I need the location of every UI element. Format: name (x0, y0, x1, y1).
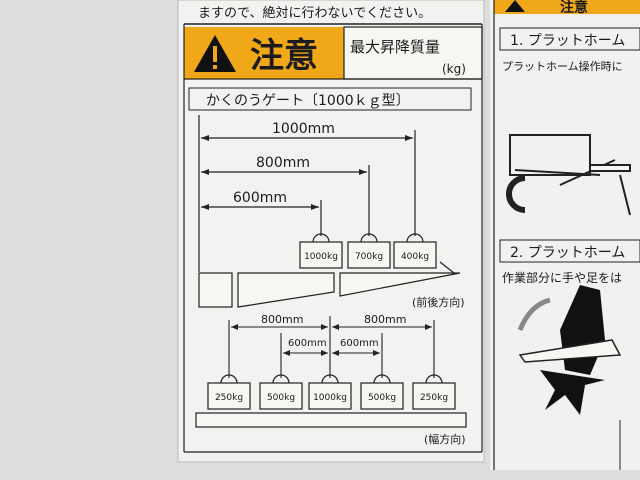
dim-600mm: 600mm (233, 190, 287, 206)
lateral-weight-500-left: 500kg (259, 374, 303, 410)
weight-label: 1000kg (304, 252, 338, 262)
weight-label: 1000kg (313, 393, 347, 403)
platform-front-view (195, 412, 467, 428)
weight-label: 250kg (420, 393, 448, 403)
lateral-weight-250-left: 250kg (207, 374, 251, 410)
top-note: ますので、絶対に行わないでください。 (198, 5, 431, 21)
right-caution-word: 注意 (560, 0, 588, 16)
lateral-arrowheads (231, 324, 432, 356)
platform-side-view (198, 261, 461, 308)
weight-700kg: 700kg (347, 233, 391, 269)
gate-title: かくのうゲート〔1000ｋｇ型〕 (206, 93, 410, 109)
warning-triangle-icon (194, 35, 236, 72)
lateral-dim-right-600: 600mm (340, 338, 379, 349)
right-item1-text: プラットホーム操作時に (502, 59, 623, 73)
right-warning-icon (505, 0, 525, 12)
weight-label: 250kg (215, 393, 243, 403)
dim-800mm: 800mm (256, 155, 310, 171)
caution-word: 注意 (250, 36, 318, 76)
lateral-weight-500-right: 500kg (360, 374, 404, 410)
longitudinal-direction-label: (前後方向) (412, 295, 465, 309)
lateral-direction-label: (幅方向) (424, 432, 466, 446)
dim-1000mm: 1000mm (272, 121, 335, 137)
lift-illustration (506, 134, 631, 216)
right-caution-banner (494, 0, 640, 14)
lateral-weight-1000-center: 1000kg (308, 374, 352, 410)
max-lift-unit: (kg) (442, 62, 466, 76)
weight-label: 700kg (355, 252, 383, 262)
lateral-weight-250-right: 250kg (412, 374, 456, 410)
weight-label: 500kg (368, 393, 396, 403)
right-item2-title: 2. プラットホーム (510, 245, 625, 261)
weight-1000kg: 1000kg (299, 233, 343, 269)
hand-pinch-icon (517, 285, 622, 415)
right-item2-text: 作業部分に手や足をは (502, 270, 622, 285)
max-lift-heading: 最大昇降質量 (350, 38, 440, 56)
lateral-dim-left-600: 600mm (288, 338, 327, 349)
lateral-diagram (228, 316, 435, 378)
lateral-dim-right-800: 800mm (364, 313, 406, 326)
dimension-arrowheads (201, 135, 413, 210)
weight-label: 500kg (267, 393, 295, 403)
weight-label: 400kg (401, 252, 429, 262)
longitudinal-diagram (198, 115, 416, 272)
lateral-dim-left-800: 800mm (261, 313, 303, 326)
right-item1-title: 1. プラットホーム (510, 33, 625, 49)
weight-400kg: 400kg (393, 233, 437, 269)
